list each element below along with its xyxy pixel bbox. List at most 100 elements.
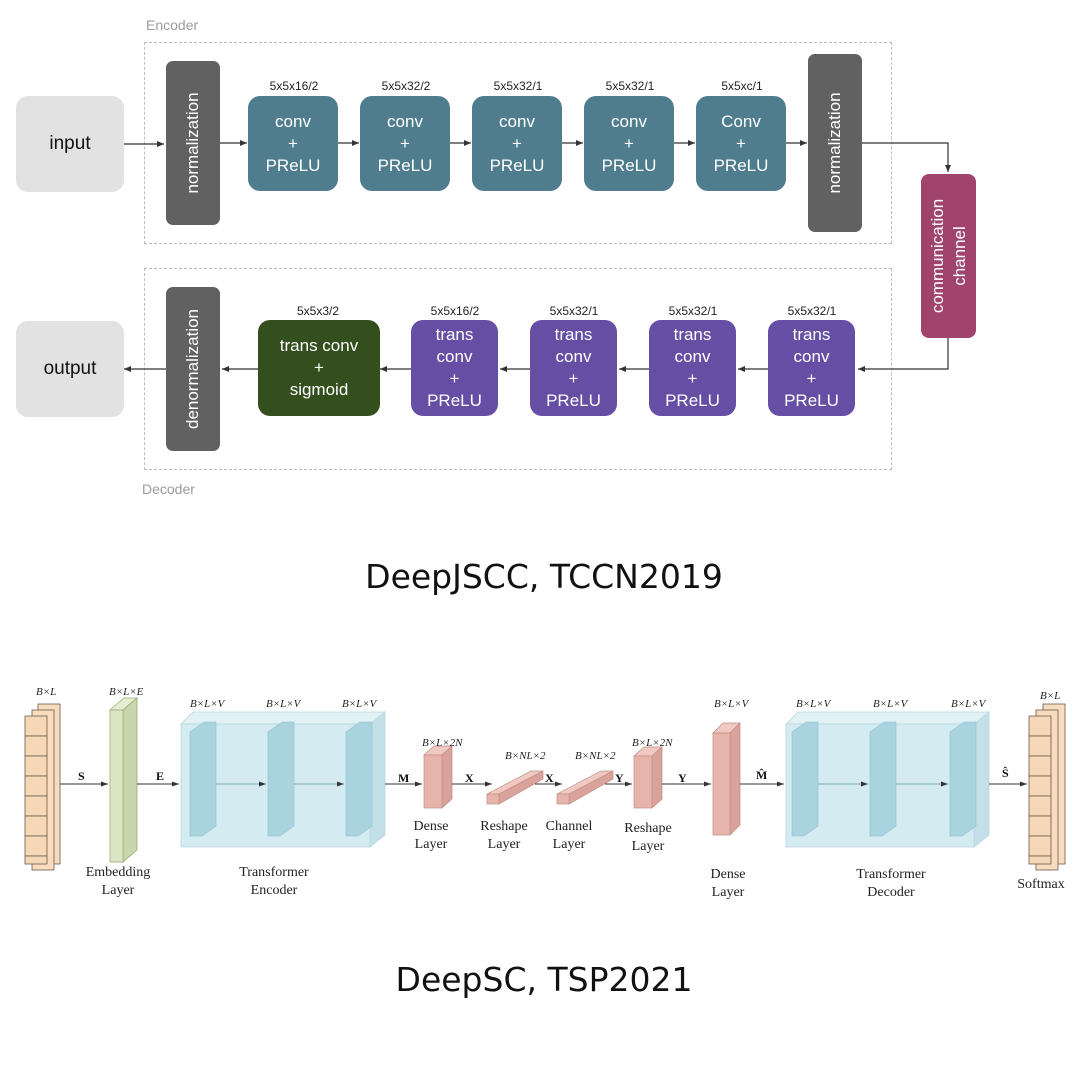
block-line: trans [435, 325, 474, 344]
block-line: + [288, 133, 298, 153]
caption-line: Layer [414, 837, 448, 852]
sigmoid-block-spec: 5x5x3/2 [296, 304, 340, 318]
communication-channel-label: communication channel [927, 199, 971, 313]
dim-dense-1: B×L×2N [422, 737, 463, 749]
caption-embedding-layer: Embedding Layer [78, 864, 158, 900]
caption-line: Reshape [480, 819, 528, 834]
dim-encoder-1: B×L×V [190, 698, 225, 710]
embedding-layer-shape [108, 697, 139, 863]
block-line: PReLU [265, 155, 321, 175]
conv-block-1-spec: 5x5x16/2 [269, 79, 319, 93]
channel-layer-shape [556, 770, 614, 805]
block-line: conv [611, 111, 647, 131]
symbol-s-hat: Ŝ [1002, 766, 1009, 780]
block-line: conv [275, 111, 311, 131]
denormalization-bar: denormalization [166, 287, 220, 451]
transformer-encoder-shape [180, 711, 387, 848]
conv-block-1: conv + PReLU [248, 96, 338, 191]
block-line: conv [793, 347, 830, 366]
reshape-layer-1-shape [486, 770, 544, 805]
caption-line: Layer [631, 839, 665, 854]
caption-line: Layer [552, 837, 586, 852]
block-line: + [449, 369, 460, 388]
block-line: PReLU [601, 155, 657, 175]
block-line: + [400, 133, 410, 153]
conv-block-3: conv + PReLU [472, 96, 562, 191]
conv-block-5: Conv + PReLU [696, 96, 786, 191]
input-token-stack [24, 703, 61, 871]
conv-block-3-spec: 5x5x32/1 [493, 79, 543, 93]
caption-transformer-decoder: Transformer Decoder [845, 866, 937, 902]
caption-reshape-layer-2: Reshape Layer [618, 820, 678, 856]
dim-reshape-1: B×NL×2 [505, 750, 546, 762]
symbol-y-1: Y [615, 771, 624, 785]
block-line: PReLU [784, 391, 839, 410]
trans-conv-block-3-spec: 5x5x32/1 [668, 304, 718, 318]
caption-line: Embedding [85, 865, 151, 880]
dim-input: B×L [36, 686, 57, 698]
deepsc-graphic [24, 697, 1066, 871]
block-line: + [314, 358, 324, 377]
trans-conv-block-4: trans conv + PReLU [768, 320, 855, 416]
caption-line: Encoder [250, 883, 298, 898]
symbol-x-1: X [465, 771, 474, 785]
conv-block-2: conv + PReLU [360, 96, 450, 191]
block-line: + [624, 133, 634, 153]
conv-block-5-spec: 5x5xc/1 [721, 79, 763, 93]
caption-line: Channel [545, 819, 593, 834]
arrow-channel-to-decoder [858, 338, 949, 372]
block-line: trans [554, 325, 593, 344]
normalization-label: normalization [183, 92, 202, 194]
block-line: conv [436, 347, 473, 366]
dense-layer-1-shape [423, 745, 453, 809]
block-line: PReLU [713, 155, 769, 175]
trans-conv-block-1-spec: 5x5x16/2 [430, 304, 480, 318]
block-line: + [736, 133, 746, 153]
caption-line: Reshape [624, 821, 672, 836]
block-line: + [568, 369, 579, 388]
dim-reshape-2: B×L×2N [632, 737, 673, 749]
conv-block-4: conv + PReLU [584, 96, 674, 191]
block-line: PReLU [377, 155, 433, 175]
caption-line: Transformer [239, 865, 309, 880]
block-line: PReLU [427, 391, 482, 410]
dense-layer-2-shape [712, 722, 741, 836]
caption-transformer-encoder: Transformer Encoder [228, 864, 320, 900]
block-line: trans [673, 325, 712, 344]
block-line: sigmoid [289, 380, 349, 399]
caption-dense-layer-2: Dense Layer [703, 866, 753, 902]
dim-decoder-3: B×L×V [951, 698, 986, 710]
output-token-stack [1028, 703, 1066, 871]
symbol-y-2: Y [678, 771, 687, 785]
caption-line: Layer [711, 885, 745, 900]
caption-line: Layer [487, 837, 521, 852]
caption-line: Dense [710, 867, 746, 882]
conv-block-4-spec: 5x5x32/1 [605, 79, 655, 93]
conv-block-2-spec: 5x5x32/2 [381, 79, 431, 93]
input-token-cells [24, 715, 48, 865]
encoder-label: Encoder [146, 17, 199, 33]
block-line: conv [555, 347, 592, 366]
caption-channel-layer: Channel Layer [539, 818, 599, 854]
normalization-label: normalization [825, 92, 844, 194]
output-token-cells [1028, 715, 1052, 865]
symbol-m: M [398, 771, 410, 785]
block-line: PReLU [665, 391, 720, 410]
caption-line: Dense [413, 819, 449, 834]
block-line: trans conv [279, 336, 359, 355]
symbol-m-hat: M̂ [756, 768, 768, 782]
channel-line-1: communication [927, 198, 947, 314]
dim-encoder-3: B×L×V [342, 698, 377, 710]
block-line: conv [674, 347, 711, 366]
block-line: + [687, 369, 698, 388]
caption-softmax: Softmax [1017, 877, 1065, 892]
symbol-x-2: X [545, 771, 554, 785]
symbol-s: S [78, 769, 85, 783]
dim-channel: B×NL×2 [575, 750, 616, 762]
reshape-layer-2-shape [633, 746, 663, 809]
trans-conv-block-2: trans conv + PReLU [530, 320, 617, 416]
caption-line: Decoder [867, 885, 915, 900]
trans-conv-block-4-spec: 5x5x32/1 [787, 304, 837, 318]
caption-line: Layer [101, 883, 135, 898]
dim-dense-2: B×L×V [714, 698, 749, 710]
